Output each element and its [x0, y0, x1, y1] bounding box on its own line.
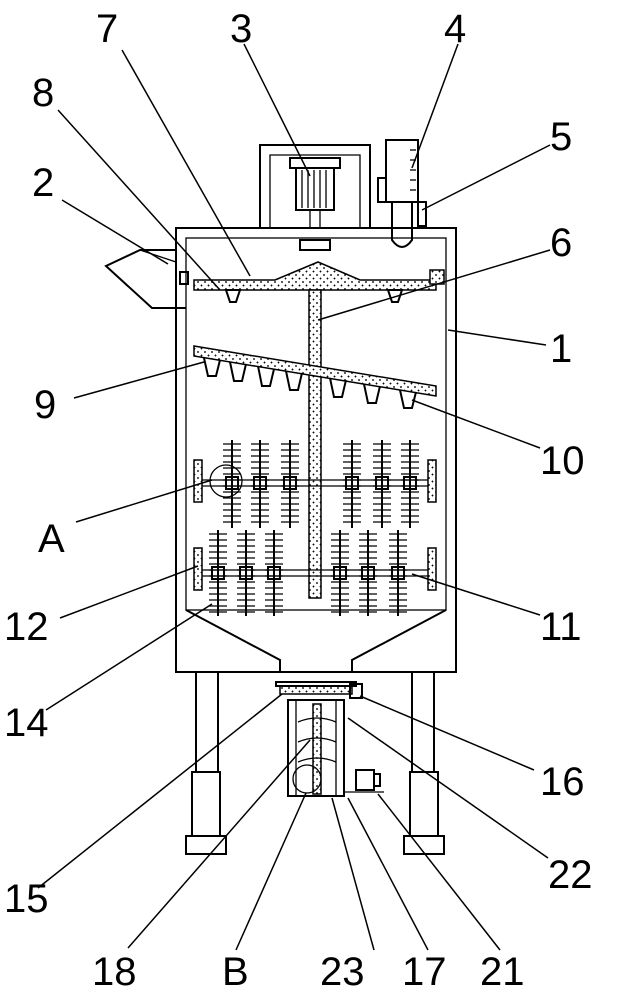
label-22: 22 — [548, 853, 593, 897]
label-17: 17 — [402, 950, 447, 994]
label-21: 21 — [480, 950, 525, 994]
support-legs — [185, 671, 445, 855]
label-11: 11 — [540, 605, 582, 649]
inclined-sieve — [193, 345, 437, 409]
wall-blocks — [193, 459, 437, 591]
label-18: 18 — [92, 950, 137, 994]
feed-hopper — [104, 249, 189, 309]
discharge-unit — [275, 681, 384, 797]
leader-lines — [37, 43, 551, 951]
label-16: 16 — [540, 760, 585, 804]
label-15: 15 — [4, 877, 49, 921]
label-10: 10 — [540, 439, 585, 483]
central-shaft — [299, 239, 331, 599]
motor-frame — [259, 144, 371, 229]
distributor-cone — [193, 261, 445, 303]
detail-circle-b — [292, 764, 322, 794]
label-8: 8 — [32, 71, 54, 115]
label-1: 1 — [550, 327, 572, 371]
gauge-unit — [377, 139, 427, 248]
label-14: 14 — [4, 701, 49, 745]
label-b: B — [222, 950, 249, 994]
label-2: 2 — [32, 161, 54, 205]
label-4: 4 — [444, 7, 466, 51]
label-7: 7 — [96, 7, 118, 51]
label-3: 3 — [230, 7, 252, 51]
stirring-rakes — [202, 440, 428, 616]
callout-labels: 7 3 4 8 5 2 6 1 9 10 A 12 11 14 16 22 15… — [4, 7, 593, 994]
label-5: 5 — [550, 115, 572, 159]
label-9: 9 — [34, 383, 56, 427]
label-23: 23 — [320, 950, 365, 994]
label-12: 12 — [4, 605, 49, 649]
label-a: A — [38, 517, 65, 561]
label-6: 6 — [550, 221, 572, 265]
